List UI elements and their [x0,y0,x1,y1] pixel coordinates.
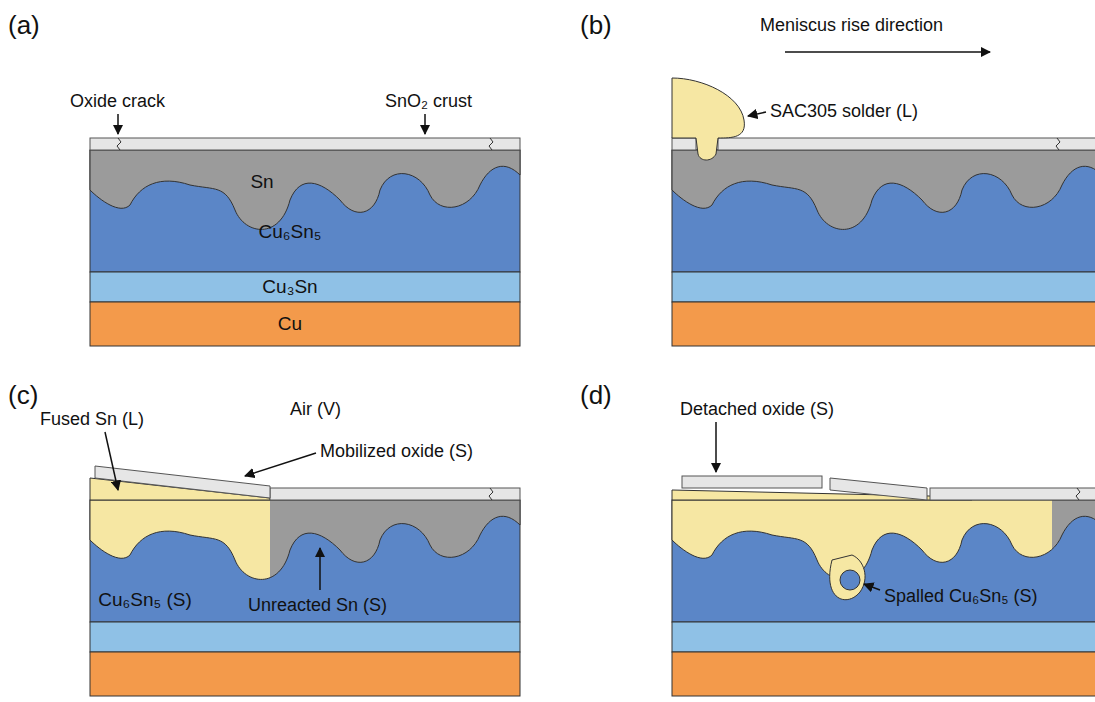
sn-region: Sn [246,169,278,195]
layer-label: Cu₆Sn₅ (S) [98,589,191,611]
callout-label: SAC305 solder (L) [770,100,918,122]
fused-sn [90,500,270,579]
oxide-crack [117,138,121,150]
detached-oxide [682,476,822,488]
mobilized-oxide [95,466,270,498]
oxide-crack [489,488,493,500]
spalled-grain [840,570,860,590]
leader-arrow [424,114,426,134]
callout-label: Detached oxide (S) [680,398,834,420]
layer-label: Cu₆Sn₅ [259,221,322,243]
direction-arrow [785,51,990,53]
panel-letter: (b) [580,10,612,40]
callout-label: Oxide crack [70,90,165,112]
leader-arrow [117,114,119,134]
oxide-crust [90,138,520,150]
unreacted-sn [1052,500,1095,579]
callout-label: SnO₂ crust [385,90,472,112]
oxide-crust [270,488,520,500]
oxide-crack [489,138,493,150]
leader-arrow [864,584,880,590]
layer-bands [90,150,520,346]
oxide-crust [930,488,1095,500]
callout-label: Mobilized oxide (S) [320,440,473,462]
cu6sn5-layer: Cu₆Sn₅ [255,219,326,245]
panel-b-layers [672,78,1095,346]
cu6sn5-layer: Cu₆Sn₅ (S) [94,587,196,613]
layer-bands [672,150,1095,346]
oxide-crust [672,138,696,150]
oxide-crack [1076,488,1080,500]
layer-label: Sn [250,171,273,193]
oxide-crust [718,138,1095,150]
cu3sn-layer: Cu₃Sn [258,274,322,300]
sn-pockets [90,150,520,229]
panel-a-layers [90,138,520,346]
detached-oxide [830,478,927,500]
leader-arrow [105,432,118,490]
layer-bands [672,500,1095,696]
panel-letter: (a) [8,10,40,40]
callout-label: Unreacted Sn (S) [248,594,387,616]
layer-label: Cu₃Sn [262,276,317,298]
panel-letter: (d) [580,380,612,410]
layer-label: Cu [278,313,302,335]
cu-substrate: Cu [274,311,307,337]
unreacted-sn [270,500,520,579]
leader-arrow [748,112,766,116]
sn-pockets [672,150,1095,229]
leader-arrow [715,422,717,472]
leader-arrow [245,453,316,476]
callout-label: Spalled Cu₆Sn₅ (S) [884,585,1038,607]
direction-label: Meniscus rise direction [760,14,943,36]
layer-bands [90,500,520,696]
fused-sn-tongue [830,555,865,600]
solder-drop [672,78,744,160]
panel-d-layers [672,476,1095,696]
region-label: Air (V) [290,398,341,420]
leader-arrow [319,548,321,590]
callout-label: Fused Sn (L) [40,408,144,430]
panel-c-layers [90,466,520,696]
oxide-crack [1056,138,1060,150]
panel-letter: (c) [8,380,38,410]
